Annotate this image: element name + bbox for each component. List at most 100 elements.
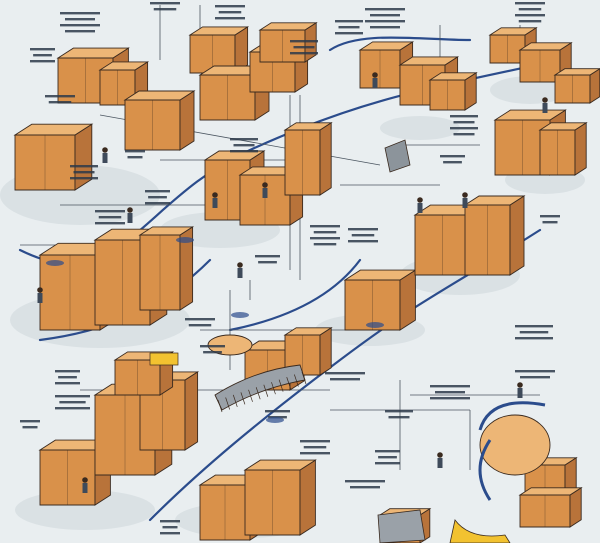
box-top-face xyxy=(123,90,196,101)
label-line xyxy=(430,397,470,400)
cardboard-box xyxy=(123,90,196,151)
illegible-label xyxy=(160,520,180,535)
label-line xyxy=(293,46,315,49)
label-line xyxy=(378,456,397,459)
worker-body xyxy=(542,103,548,113)
worker-figure xyxy=(437,452,443,468)
illegible-label xyxy=(385,410,413,419)
label-line xyxy=(348,228,378,231)
cardboard-box xyxy=(538,121,588,176)
label-line xyxy=(20,420,40,423)
label-line xyxy=(55,395,90,398)
illegible-label xyxy=(20,420,40,429)
box-top-face xyxy=(358,41,415,51)
floor-shadow xyxy=(490,76,570,104)
label-line xyxy=(55,407,90,410)
worker-figure xyxy=(517,382,523,398)
label-line xyxy=(310,225,340,228)
illegible-label xyxy=(200,345,225,354)
illegible-label xyxy=(540,215,560,224)
grey-machine xyxy=(384,139,411,173)
label-line xyxy=(95,210,125,213)
illegible-label xyxy=(290,40,318,55)
illegible-label xyxy=(230,138,258,153)
roller xyxy=(301,371,307,385)
illegible-label xyxy=(515,370,555,379)
label-line xyxy=(515,337,553,340)
label-line xyxy=(70,165,98,168)
label-line xyxy=(313,231,337,234)
label-line xyxy=(230,138,258,141)
label-line xyxy=(145,190,170,193)
worker-body xyxy=(102,153,108,163)
worker-body xyxy=(262,188,268,198)
box-side-face xyxy=(399,269,416,331)
worker-figure xyxy=(212,192,218,208)
worker-head xyxy=(462,192,468,198)
worker-body xyxy=(37,293,43,303)
label-line xyxy=(30,60,55,63)
box-top-face xyxy=(488,27,538,36)
illegible-label xyxy=(70,165,98,180)
box-side-face xyxy=(179,90,195,151)
label-line xyxy=(365,20,405,23)
label-line xyxy=(150,2,180,5)
label-line xyxy=(515,370,555,373)
label-line xyxy=(73,171,95,174)
illegible-label xyxy=(365,8,405,29)
box-side-face xyxy=(574,121,587,176)
label-line xyxy=(30,48,55,51)
blue-pad xyxy=(231,312,249,318)
box-top-face xyxy=(283,327,333,336)
label-line xyxy=(65,30,95,33)
yellow-crate-accent xyxy=(449,519,511,543)
label-line xyxy=(515,14,545,17)
label-line xyxy=(258,261,277,264)
label-line xyxy=(145,202,170,205)
box-top-face xyxy=(538,122,588,131)
blue-arc xyxy=(478,401,546,431)
illegible-label xyxy=(55,395,90,410)
worker-figure xyxy=(82,477,88,493)
roller xyxy=(225,397,230,410)
label-line xyxy=(98,216,122,219)
box-top-face xyxy=(463,195,526,206)
box-top-face xyxy=(138,226,195,236)
label-line xyxy=(203,351,222,354)
label-line xyxy=(200,345,225,348)
illegible-label xyxy=(300,440,330,455)
box-top-face xyxy=(258,22,318,31)
label-line xyxy=(313,243,337,246)
label-line xyxy=(55,370,80,373)
worker-head xyxy=(262,182,268,188)
illegible-label xyxy=(430,385,470,400)
label-line xyxy=(440,155,465,158)
label-line xyxy=(335,32,363,35)
box-top-face xyxy=(203,150,266,161)
box-side-face xyxy=(299,459,316,536)
label-line xyxy=(435,391,465,394)
roller xyxy=(248,389,253,402)
box-side-face xyxy=(509,195,525,276)
label-line xyxy=(233,144,255,147)
label-line xyxy=(290,52,318,55)
cardboard-box xyxy=(358,41,415,89)
illegible-label xyxy=(515,2,545,23)
worker-head xyxy=(102,147,108,153)
label-line xyxy=(218,11,242,14)
label-line xyxy=(188,324,212,327)
cardboard-box xyxy=(98,61,150,106)
illegible-label xyxy=(335,20,363,35)
cardboard-box xyxy=(428,71,478,111)
worker-head xyxy=(82,477,88,483)
roller xyxy=(240,392,246,405)
roller xyxy=(278,379,284,392)
illegible-label xyxy=(185,318,215,327)
label-line xyxy=(350,486,380,489)
label-line xyxy=(351,234,375,237)
label-line xyxy=(300,440,330,443)
conveyor-path xyxy=(228,258,362,332)
label-line xyxy=(148,196,167,199)
label-line xyxy=(48,101,72,104)
